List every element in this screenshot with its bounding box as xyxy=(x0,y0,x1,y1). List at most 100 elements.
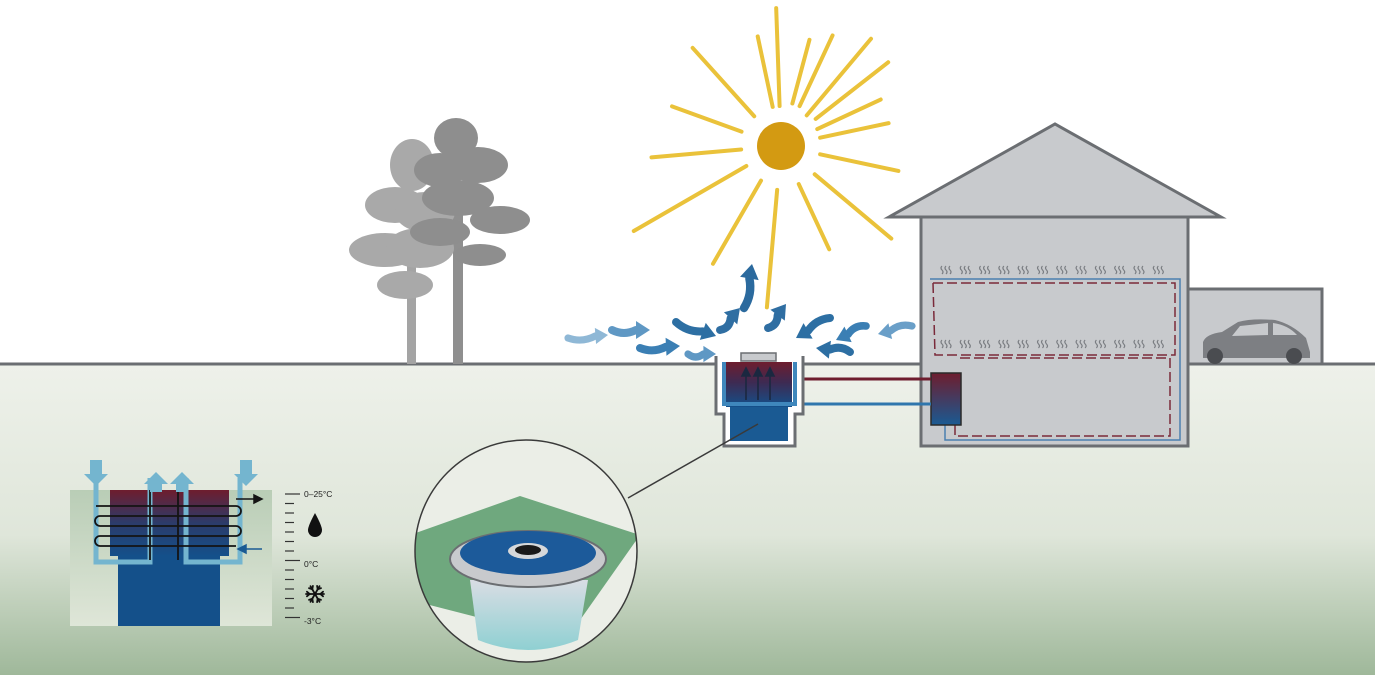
sun-disc xyxy=(757,122,805,170)
air-arrow xyxy=(764,304,786,332)
zoom-leader-line xyxy=(627,423,759,499)
inflow-arrow-right xyxy=(234,460,258,486)
heat-wave xyxy=(1002,339,1006,349)
heat-wave xyxy=(1025,339,1029,349)
scale-top-label: 0–25°C xyxy=(304,489,332,499)
heat-wave xyxy=(1060,265,1064,275)
heat-wave xyxy=(944,265,948,275)
air-arrow xyxy=(636,337,680,356)
heat-wave xyxy=(979,339,983,349)
heat-wave xyxy=(1083,339,1087,349)
heat-wave xyxy=(944,339,948,349)
heat-wave xyxy=(1025,265,1029,275)
heat-wave xyxy=(1122,339,1126,349)
heat-wave xyxy=(1036,339,1041,349)
heat-wave xyxy=(1114,339,1118,349)
heat-wave xyxy=(1094,265,1098,275)
heat-wave xyxy=(987,265,991,275)
water-drop-icon xyxy=(308,513,322,537)
sun-ray xyxy=(815,97,883,132)
heat-wave xyxy=(1079,339,1083,349)
air-arrow xyxy=(564,327,608,345)
heat-wave xyxy=(1141,339,1145,349)
air-arrow xyxy=(684,345,716,363)
sun-ray xyxy=(790,37,812,106)
air-arrow xyxy=(608,321,650,339)
collector-detail xyxy=(70,460,272,626)
sun-ray xyxy=(631,164,749,233)
air-arrow xyxy=(836,322,870,343)
heat-wave xyxy=(940,265,944,275)
inflow-arrow-left xyxy=(84,460,108,486)
heat-wave xyxy=(987,339,991,349)
heat-wave xyxy=(1098,265,1102,275)
outflow-arrow-1 xyxy=(144,472,168,492)
heat-wave xyxy=(1044,339,1049,349)
collector-lid xyxy=(740,352,777,362)
coil-bend xyxy=(235,525,242,537)
air-arrow xyxy=(796,314,834,339)
heat-wave xyxy=(1137,339,1141,349)
heat-wave xyxy=(1036,265,1041,275)
heat-wave xyxy=(1017,265,1021,275)
heat-wave xyxy=(998,265,1002,275)
scale-mid-label: 0°C xyxy=(304,559,318,569)
snowflake-icon xyxy=(305,584,325,604)
heat-wave xyxy=(998,339,1002,349)
heat-wave xyxy=(1075,339,1079,349)
sun-ray xyxy=(649,147,744,160)
sun-ray xyxy=(818,121,891,140)
car xyxy=(1203,319,1310,364)
heat-wave xyxy=(979,265,983,275)
coil-bend xyxy=(94,515,101,527)
heat-wave xyxy=(948,265,952,275)
sun-ray xyxy=(764,187,780,310)
air-arrow xyxy=(739,264,759,313)
air-arrow xyxy=(878,321,916,339)
heat-wave xyxy=(983,339,987,349)
sun-ray xyxy=(813,60,891,121)
heat-wave xyxy=(1160,339,1164,349)
sun-ray xyxy=(812,172,894,241)
well-shaft xyxy=(470,580,588,650)
air-arrow xyxy=(716,308,740,334)
heat-wave xyxy=(1056,265,1060,275)
heat-wave xyxy=(1156,339,1160,349)
heat-wave xyxy=(1083,265,1087,275)
collector-zoom-view xyxy=(414,439,638,663)
sun-ray xyxy=(796,182,832,252)
heat-wave xyxy=(1137,265,1141,275)
house-roof xyxy=(883,122,1227,219)
heat-wave xyxy=(1056,339,1060,349)
heat-wave xyxy=(1021,339,1025,349)
heat-wave xyxy=(948,339,952,349)
air-arrow xyxy=(816,340,854,359)
heat-wave xyxy=(1040,339,1045,349)
heat-wave xyxy=(1133,265,1137,275)
energy-collector xyxy=(714,352,805,448)
heat-wave xyxy=(1098,339,1102,349)
floor-heating-loop-lower xyxy=(954,357,1171,437)
heat-pump xyxy=(930,372,962,426)
heat-wave xyxy=(1060,339,1064,349)
sun-ray xyxy=(755,34,775,109)
heat-wave xyxy=(1094,339,1098,349)
coil-bend xyxy=(94,535,101,547)
heat-wave xyxy=(967,265,971,275)
heat-wave xyxy=(1122,265,1126,275)
coil-lines xyxy=(96,505,236,547)
house-body xyxy=(919,215,1190,448)
heat-wave xyxy=(983,265,987,275)
heat-wave xyxy=(1040,265,1045,275)
heat-wave xyxy=(1044,265,1049,275)
heat-wave xyxy=(1017,339,1021,349)
temperature-scale: 0–25°C 0°C -3°C xyxy=(285,489,332,626)
floor-heating-loop-blue xyxy=(930,278,1181,441)
sun-ray xyxy=(818,152,901,173)
scale-bottom-label: -3°C xyxy=(304,616,321,626)
pine-tree xyxy=(349,118,530,364)
floor-heating-loop-red xyxy=(932,282,1176,356)
heat-wave xyxy=(1160,265,1164,275)
